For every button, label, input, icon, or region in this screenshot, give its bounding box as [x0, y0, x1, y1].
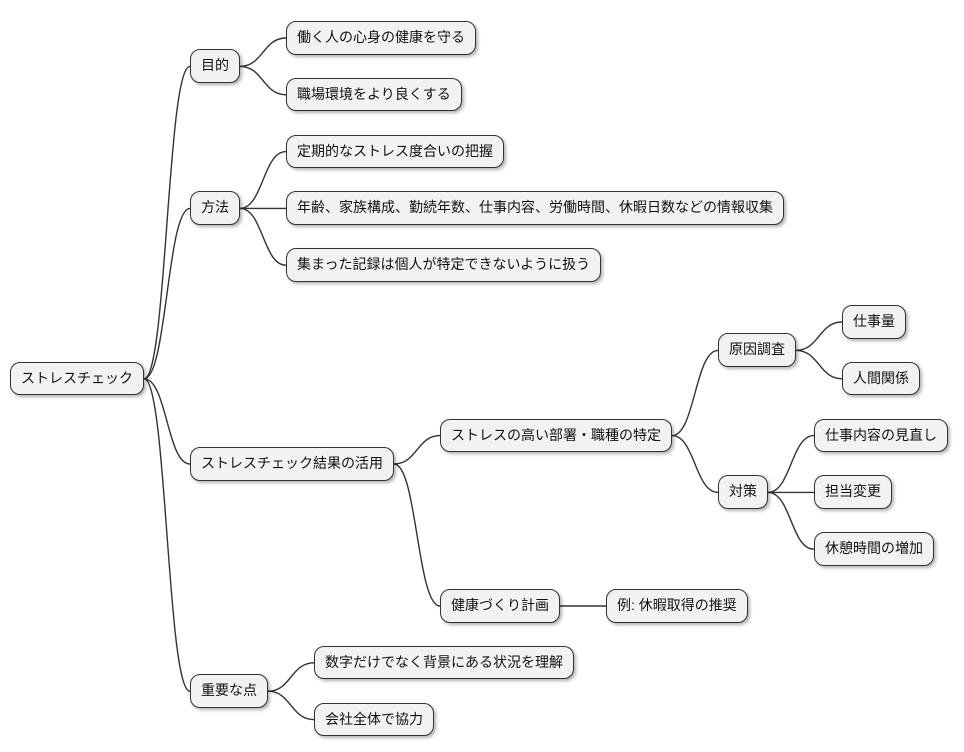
connector-line — [767, 434, 815, 494]
mindmap-node-2-0-1-0: 仕事内容の見直し — [814, 418, 948, 453]
mindmap-node-2-0-1-2: 休憩時間の増加 — [814, 532, 934, 566]
mindmap-node-2-0-1: 対策 — [718, 475, 768, 509]
mindmap-node-2-0-1-1: 担当変更 — [814, 475, 892, 509]
mindmap-node-2-1-0: 例: 休暇取得の推奨 — [606, 589, 748, 623]
node-label: 働く人の心身の健康を守る — [297, 29, 465, 45]
node-label: 担当変更 — [825, 483, 881, 500]
node-label: 対策 — [729, 483, 757, 500]
connector-line — [239, 150, 287, 210]
connector-line — [393, 434, 441, 465]
node-label: 数字だけでなく背景にある状況を理解 — [325, 653, 563, 670]
node-label: 健康づくり計画 — [451, 597, 549, 613]
connector-line — [239, 65, 287, 96]
connector-line — [767, 491, 815, 550]
mindmap-node-2-0-0-1: 人間関係 — [842, 361, 920, 396]
mindmap-node-0: 目的 — [190, 49, 240, 83]
connector-line — [239, 37, 287, 68]
mindmap-node-2: ストレスチェック結果の活用 — [190, 447, 394, 481]
connector-line — [239, 207, 287, 266]
mindmap-node-1: 方法 — [190, 191, 240, 225]
connector-line — [267, 662, 315, 692]
connector-line — [671, 349, 719, 437]
node-label: 職場環境をより良くする — [297, 85, 451, 102]
mindmap-node-1-1: 年齢、家族構成、勤続年数、仕事内容、労働時間、休暇日数などの情報収集 — [286, 191, 784, 225]
node-label: 仕事量 — [853, 313, 895, 329]
connector-line — [143, 378, 191, 692]
mindmap-node-3-1: 会社全体で協力 — [314, 702, 434, 737]
connector-line — [393, 463, 441, 607]
node-label: 例: 休暇取得の推奨 — [617, 597, 737, 613]
mindmap-node-0-1: 職場環境をより良くする — [286, 77, 462, 112]
node-label: 会社全体で協力 — [325, 710, 423, 727]
node-label: 重要な点 — [201, 682, 257, 699]
node-label: 目的 — [201, 57, 229, 74]
node-label: 休憩時間の増加 — [825, 540, 923, 557]
connector-line — [795, 349, 843, 380]
node-label: 人間関係 — [853, 369, 909, 386]
mindmap-node-2-1: 健康づくり計画 — [440, 589, 560, 623]
mindmap-node-3-0: 数字だけでなく背景にある状況を理解 — [314, 645, 574, 680]
node-label: ストレスの高い部署・職種の特定 — [451, 426, 661, 443]
mindmap-node-1-0: 定期的なストレス度合いの把握 — [286, 134, 504, 169]
node-label: 方法 — [201, 199, 229, 216]
node-label: 年齢、家族構成、勤続年数、仕事内容、労働時間、休暇日数などの情報収集 — [297, 199, 773, 216]
node-label: 集まった記録は個人が特定できないように扱う — [297, 256, 591, 273]
node-label: ストレスチェック結果の活用 — [201, 455, 383, 471]
mindmap-node-2-0-0-0: 仕事量 — [842, 305, 906, 339]
mindmap-node-0-0: 働く人の心身の健康を守る — [286, 21, 476, 55]
mindmap-node-2-0: ストレスの高い部署・職種の特定 — [440, 418, 672, 453]
connector-line — [671, 434, 719, 494]
node-label: 定期的なストレス度合いの把握 — [297, 142, 493, 159]
node-label: 原因調査 — [729, 341, 785, 358]
connector-line — [143, 378, 191, 465]
connector-line — [143, 207, 191, 380]
mindmap-node-root: ストレスチェック — [10, 361, 144, 396]
mindmap-node-2-0-0: 原因調査 — [718, 333, 796, 367]
mindmap-node-1-2: 集まった記録は個人が特定できないように扱う — [286, 248, 602, 282]
connector-line — [267, 690, 315, 721]
connector-line — [143, 65, 191, 380]
node-label: ストレスチェック — [21, 369, 133, 386]
mindmap-node-3: 重要な点 — [190, 674, 268, 708]
node-label: 仕事内容の見直し — [825, 426, 937, 443]
connector-line — [795, 321, 843, 352]
